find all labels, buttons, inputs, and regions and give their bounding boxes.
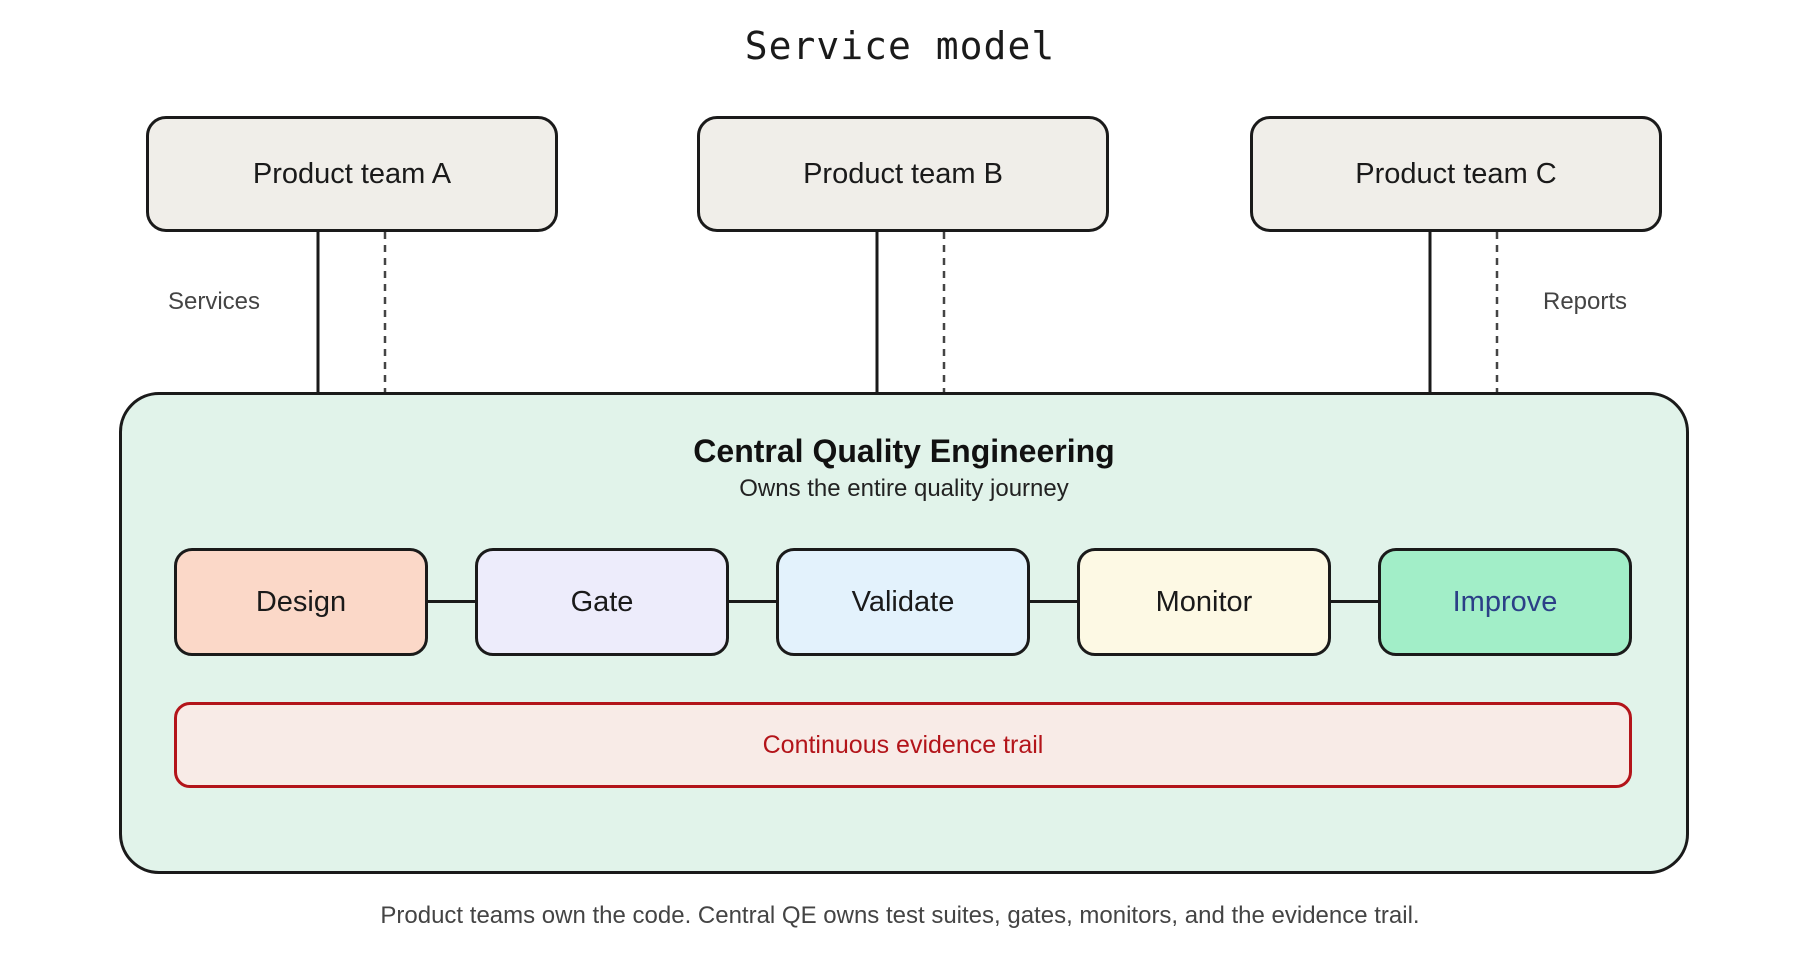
product-team-c-box[interactable]: Product team C	[1250, 116, 1662, 232]
stage-improve-label: Improve	[1452, 585, 1558, 618]
diagram-caption: Product teams own the code. Central QE o…	[380, 902, 1420, 929]
stage-design[interactable]: Design	[174, 548, 428, 656]
central-subtitle: Owns the entire quality journey	[739, 475, 1069, 502]
product-team-b-label: Product team B	[803, 157, 1003, 190]
product-team-b-box[interactable]: Product team B	[697, 116, 1109, 232]
validate-monitor-connector	[1030, 600, 1080, 603]
services-label: Services	[168, 288, 261, 315]
central-title: Central Quality Engineering	[693, 433, 1115, 469]
stage-gate[interactable]: Gate	[475, 548, 729, 656]
stage-monitor[interactable]: Monitor	[1077, 548, 1331, 656]
stage-validate-label: Validate	[851, 585, 955, 618]
evidence-trail-label: Continuous evidence trail	[762, 730, 1044, 759]
gate-validate-connector	[729, 600, 779, 603]
stage-validate[interactable]: Validate	[776, 548, 1030, 656]
continuous-evidence-trail-bar[interactable]: Continuous evidence trail	[174, 702, 1632, 788]
design-gate-connector	[428, 600, 478, 603]
monitor-improve-connector	[1331, 600, 1381, 603]
diagram-title: Service model	[744, 24, 1056, 68]
product-team-c-label: Product team C	[1355, 157, 1557, 190]
stage-improve[interactable]: Improve	[1378, 548, 1632, 656]
stage-gate-label: Gate	[570, 585, 634, 618]
reports-label: Reports	[1543, 288, 1628, 315]
product-team-a-label: Product team A	[252, 157, 452, 190]
stage-monitor-label: Monitor	[1155, 585, 1253, 618]
central-quality-engineering-panel: Central Quality Engineering Owns the ent…	[119, 392, 1689, 874]
stage-design-label: Design	[255, 585, 347, 618]
product-team-a-box[interactable]: Product team A	[146, 116, 558, 232]
